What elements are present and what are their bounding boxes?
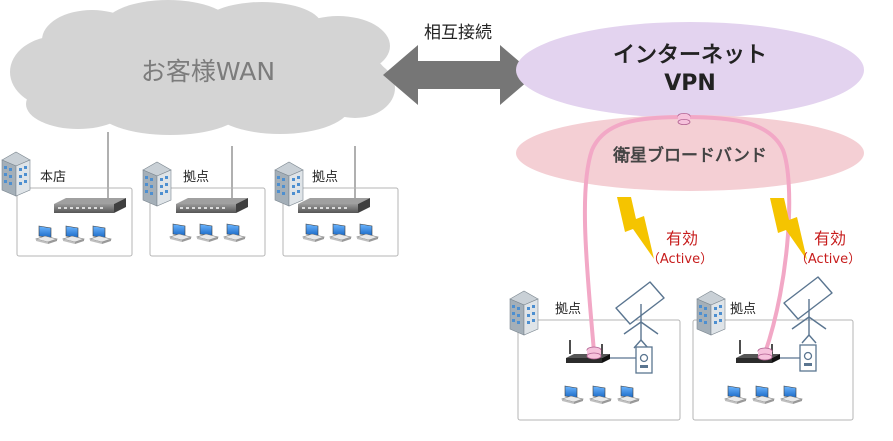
- pc-icon: [617, 385, 640, 405]
- active-sub-label: （Active）: [795, 252, 861, 267]
- pc-icon: [356, 223, 379, 243]
- satellite-broadband-label: 衛星ブロードバンド: [612, 145, 767, 166]
- branch-site-1: 拠点: [142, 161, 266, 257]
- building-icon: [274, 161, 304, 207]
- pc-icon: [329, 223, 352, 243]
- customer-wan-cloud: お客様WAN: [10, 0, 395, 135]
- active-status-1: 有効 （Active）: [647, 229, 713, 267]
- active-label: 有効: [814, 229, 846, 248]
- pc-icon: [169, 223, 192, 243]
- pc-icon: [561, 385, 584, 405]
- head-office-site: 本店: [1, 151, 133, 257]
- modem-icon: [799, 344, 817, 372]
- pc-icon: [589, 385, 612, 405]
- pc-icon: [223, 223, 246, 243]
- satellite-branch-site-1: 拠点: [509, 281, 681, 421]
- lightning-icon: [617, 197, 654, 259]
- interconnect-arrow: 相互接続: [383, 23, 535, 105]
- building-icon: [509, 290, 539, 336]
- pc-icon: [35, 225, 58, 245]
- pc-icon: [302, 223, 325, 243]
- internet-vpn-label: インターネット: [613, 43, 767, 68]
- building-icon: [142, 161, 172, 207]
- building-icon: [1, 151, 31, 197]
- switch-icon: [176, 198, 248, 213]
- branch-label: 拠点: [730, 302, 756, 317]
- pc-icon: [724, 385, 747, 405]
- branch-site-2: 拠点: [274, 161, 399, 257]
- tunnel-endpoint-icon: [586, 346, 602, 360]
- head-office-label: 本店: [40, 170, 66, 185]
- vpn-label: VPN: [664, 71, 716, 96]
- branch-label: 拠点: [312, 170, 338, 185]
- pc-icon: [752, 385, 775, 405]
- active-label: 有効: [666, 229, 698, 248]
- modem-icon: [635, 346, 653, 374]
- switch-icon: [298, 198, 370, 213]
- satellite-dish-icon: [783, 276, 833, 344]
- pc-icon: [62, 225, 85, 245]
- active-sub-label: （Active）: [647, 252, 713, 267]
- satellite-dish-icon: [615, 281, 665, 349]
- interconnect-label: 相互接続: [424, 23, 492, 43]
- pc-icon: [196, 223, 219, 243]
- active-status-2: 有効 （Active）: [795, 229, 861, 267]
- tunnel-endpoint-icon: [677, 113, 691, 126]
- branch-label: 拠点: [183, 170, 209, 185]
- customer-wan-label: お客様WAN: [141, 57, 275, 86]
- building-icon: [696, 290, 726, 336]
- satellite-branch-site-2: 拠点: [692, 276, 854, 421]
- wan-links: [107, 132, 356, 205]
- branch-label: 拠点: [555, 302, 581, 317]
- switch-icon: [54, 198, 126, 213]
- tunnel-endpoint-icon: [757, 347, 773, 361]
- pc-icon: [89, 225, 112, 245]
- satellite-broadband-ellipse: 衛星ブロードバンド: [516, 115, 864, 191]
- internet-vpn-ellipse: インターネット VPN: [516, 22, 864, 118]
- pc-icon: [780, 385, 803, 405]
